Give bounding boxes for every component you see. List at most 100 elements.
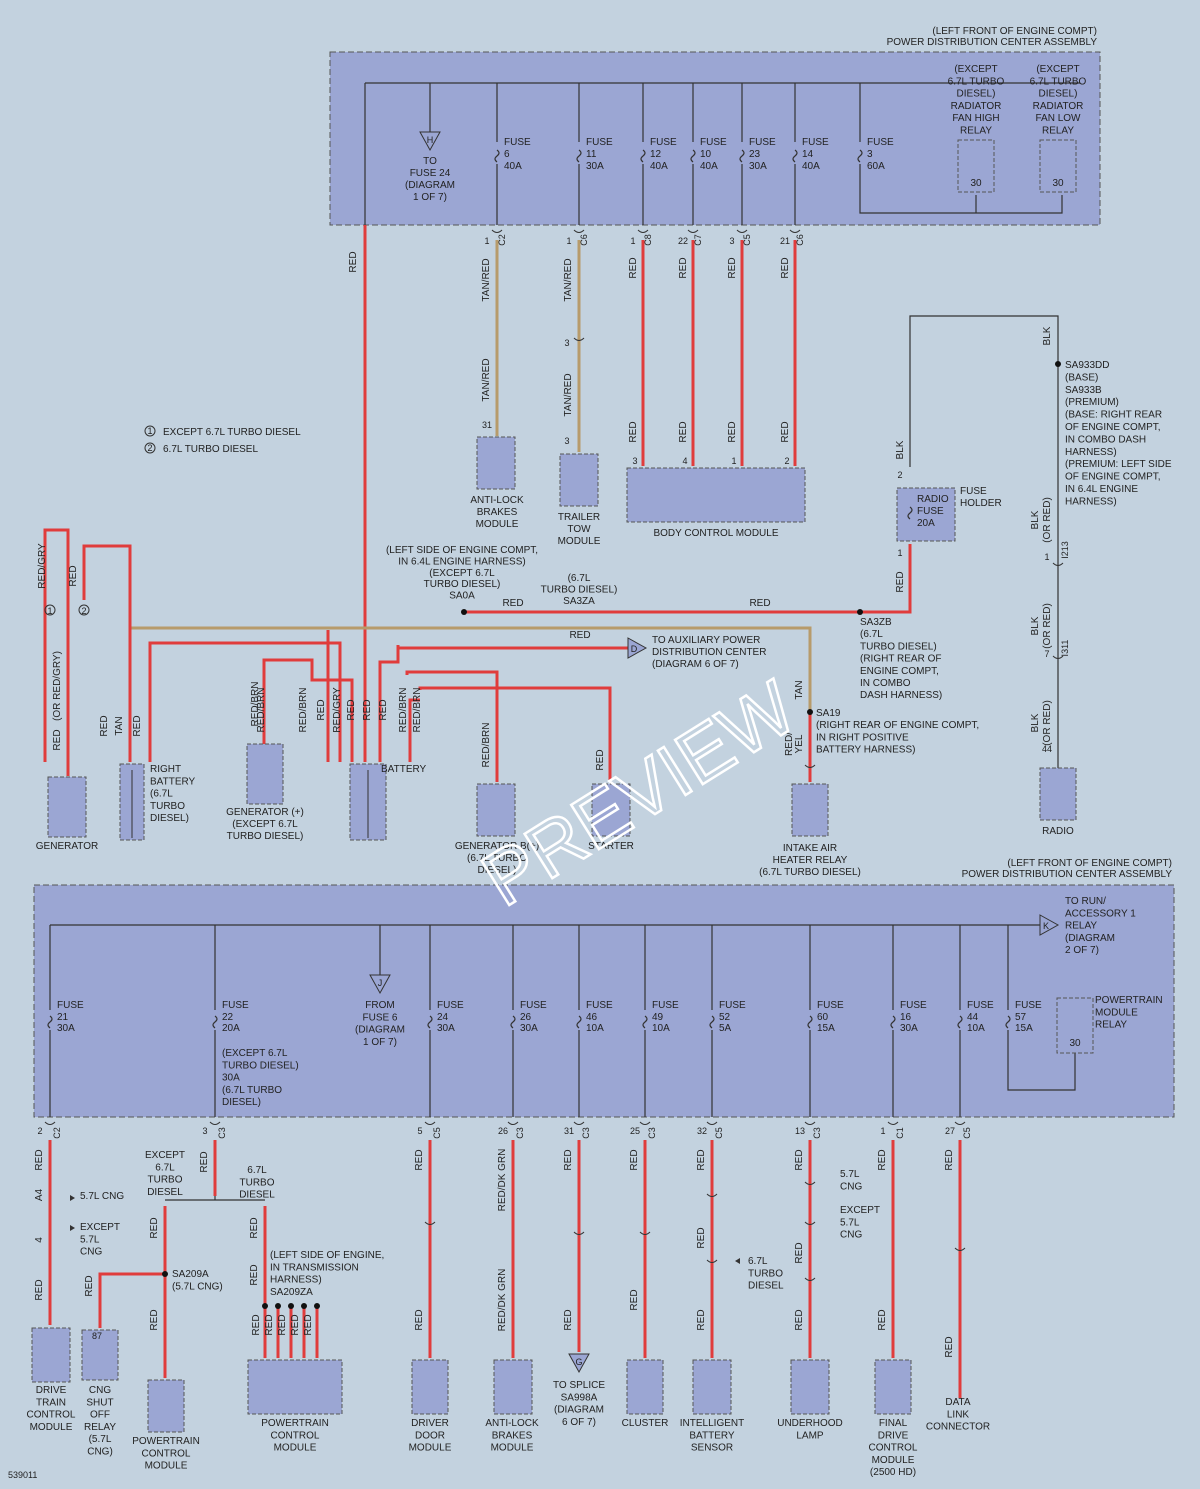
- except-cng-note-b: 5.7L: [840, 1217, 860, 1228]
- connector-icon: [804, 1221, 816, 1225]
- intake-air-heater-relay: [791, 783, 829, 837]
- fuse-icon: [576, 1015, 582, 1029]
- sa209za-label: SA209ZA: [270, 1287, 313, 1298]
- fuse-icon: [47, 1015, 53, 1029]
- intake-label: INTAKE AIR: [783, 843, 837, 854]
- wire-label: BLK: [1042, 326, 1053, 345]
- bottom-module-label: MODULE: [145, 1461, 188, 1472]
- connector-icon: [209, 1121, 221, 1125]
- fuse-label: FUSE: [57, 1000, 84, 1011]
- wire-label: RED: [628, 257, 639, 278]
- sa19-label: (RIGHT REAR OF ENGINE COMPT,: [816, 720, 979, 731]
- pcm-relay-label: RELAY: [1095, 1020, 1127, 1031]
- splice-sa933-label: (PREMIUM): [1065, 397, 1119, 408]
- bottom-module-label: UNDERHOOD: [777, 1418, 843, 1429]
- to-splice-icon: [568, 1353, 590, 1374]
- splice-sa3zb: [857, 609, 863, 615]
- fuse-number: 49: [652, 1012, 664, 1023]
- starter: [591, 783, 631, 837]
- sa3zb-label: IN COMBO: [860, 678, 911, 689]
- sa3zb-label: (6.7L: [860, 629, 883, 640]
- wire-label: RED/GRY: [37, 543, 48, 589]
- gen-plus-label: (EXCEPT 6.7L: [232, 819, 298, 830]
- aux-pdc-label: (DIAGRAM 6 OF 7): [652, 659, 739, 670]
- wire-label: RED: [99, 715, 110, 736]
- line: [859, 164, 1063, 214]
- tan-wire: [130, 626, 812, 712]
- wire-label: RED: [944, 1149, 955, 1170]
- wire-label: TAN: [114, 716, 125, 735]
- connector-icon: [573, 337, 585, 341]
- from-fuse6-label: FROM: [365, 1000, 394, 1011]
- pin-number: 87: [92, 1331, 102, 1341]
- turbo-67-note: TURBO: [240, 1177, 275, 1188]
- connector-icon: [789, 229, 801, 233]
- connector-icon: [804, 1121, 816, 1125]
- bottom-module-label: DATA: [945, 1397, 971, 1408]
- fuse-amp: 15A: [1015, 1023, 1033, 1034]
- top-pdc-title: POWER DISTRIBUTION CENTER ASSEMBLY: [887, 37, 1098, 48]
- fuse-amp: 40A: [504, 161, 522, 172]
- bottom-module-label: DOOR: [415, 1430, 445, 1441]
- sa3zb-label: SA3ZB: [860, 617, 892, 628]
- bottom-module-label: (2500 HD): [870, 1467, 916, 1478]
- fuse-icon: [857, 149, 863, 163]
- generator-wire: [43, 528, 70, 762]
- bottom-module-label: CONTROL: [27, 1410, 76, 1421]
- fuse-amp: 40A: [700, 161, 718, 172]
- wire-label: RED: [696, 1309, 707, 1330]
- fuse-icon: [642, 1015, 648, 1029]
- abs-module: [476, 436, 516, 490]
- bottom-module-label: CNG): [87, 1447, 113, 1458]
- starter-label: STARTER: [588, 841, 634, 852]
- fuse-icon: [427, 1015, 433, 1029]
- connector-id: C7: [693, 234, 703, 246]
- fuse-label: FUSE: [749, 137, 776, 148]
- fuse-number: 23: [749, 149, 761, 160]
- generator-label: GENERATOR: [36, 841, 98, 852]
- fuse-label: FUSE: [967, 1000, 994, 1011]
- wire-label: RED: [563, 1149, 574, 1170]
- connector-icon: [573, 1121, 585, 1125]
- bottom-module-box: [692, 1359, 732, 1415]
- relay-low-label: DIESEL): [1039, 89, 1078, 100]
- gen-b-label: (6.7L TURBO: [467, 853, 527, 864]
- fuse22-note: (EXCEPT 6.7L: [222, 1048, 288, 1059]
- battery-label: BATTERY: [381, 764, 427, 775]
- relay-low-label: RADIATOR: [1033, 101, 1084, 112]
- bottom-module-label: SENSOR: [691, 1443, 733, 1454]
- splice-sa209za: [314, 1303, 320, 1309]
- pin-number: 7: [1044, 649, 1049, 659]
- pin-number: 1: [1044, 552, 1049, 562]
- fuse22-note: (6.7L TURBO: [222, 1085, 282, 1096]
- relay-low-label: (EXCEPT: [1036, 64, 1079, 75]
- wire-label: TAN: [794, 680, 805, 699]
- cng-note-b: CNG: [840, 1181, 862, 1192]
- pin-number: 4: [682, 456, 687, 466]
- fuse-amp: 30A: [437, 1023, 455, 1034]
- wire-label: A4: [34, 1188, 45, 1201]
- to-fuse24-text: 1 OF 7): [413, 192, 447, 203]
- arrow-icon: [70, 1195, 75, 1201]
- fuse-amp: 5A: [719, 1023, 732, 1034]
- right-battery-label: (6.7L: [150, 789, 173, 800]
- intake-label: (6.7L TURBO DIESEL): [759, 867, 861, 878]
- fuse-icon: [709, 1015, 715, 1029]
- legend-circle-icon: [144, 425, 156, 437]
- fuse-amp: 10A: [652, 1023, 670, 1034]
- wire-label: RED: [895, 571, 906, 592]
- body-control-module: [626, 467, 806, 523]
- legend-text: 6.7L TURBO DIESEL: [163, 444, 258, 455]
- splice-sa933-label: SA933DD: [1065, 360, 1109, 371]
- sa3zb-label: DASH HARNESS): [860, 690, 942, 701]
- bottom-module-label: CONNECTOR: [926, 1422, 990, 1433]
- genb-wire: [405, 670, 499, 782]
- fuse-number: 26: [520, 1012, 532, 1023]
- connector-icon: [804, 764, 816, 768]
- fuse22-note: TURBO DIESEL): [222, 1060, 299, 1071]
- connector-id: C3: [515, 1127, 525, 1139]
- wire-label: RED: [794, 1149, 805, 1170]
- fuse-label: FUSE: [504, 137, 531, 148]
- pin-number: 3: [632, 456, 637, 466]
